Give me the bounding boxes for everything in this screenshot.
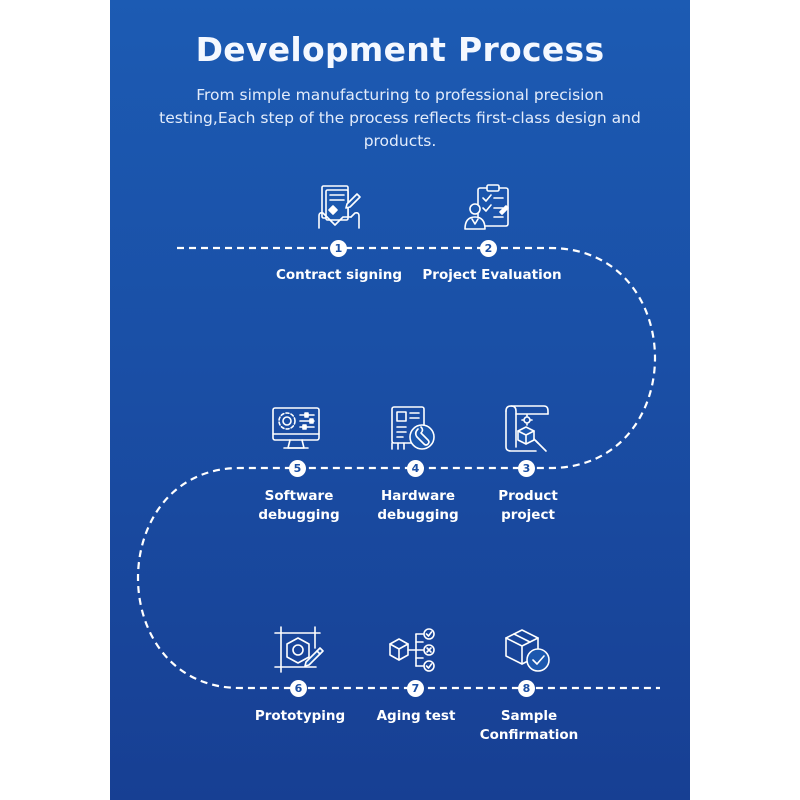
- cube-checklist-icon: [388, 624, 440, 676]
- step-badge-2: 2: [480, 240, 497, 257]
- step-label-2: Project Evaluation: [422, 267, 562, 283]
- step-badge-8: 8: [518, 680, 535, 697]
- cube-check-icon: [502, 624, 554, 676]
- step-badge-5: 5: [289, 460, 306, 477]
- page-title: Development Process: [195, 30, 605, 69]
- process-path: [137, 246, 660, 690]
- circuit-wrench-icon: [388, 403, 440, 455]
- step-label-5: Software debugging: [258, 488, 340, 523]
- step-label-4: Hardware debugging: [377, 488, 459, 523]
- step-badge-7: 7: [407, 680, 424, 697]
- blueprint-cube-icon: [500, 403, 552, 455]
- step-label-3: Product project: [498, 488, 558, 523]
- page-subtitle: From simple manufacturing to professiona…: [159, 86, 641, 150]
- monitor-gear-icon: [270, 403, 322, 455]
- clipboard-evaluation-icon: [462, 182, 514, 234]
- step-badge-3: 3: [518, 460, 535, 477]
- step-label-1: Contract signing: [275, 267, 402, 283]
- step-label-6: Prototyping: [254, 708, 346, 724]
- hexagon-pencil-icon: [272, 624, 324, 676]
- step-badge-6: 6: [290, 680, 307, 697]
- step-label-8: Sample Confirmation: [479, 708, 579, 743]
- contract-icon: [313, 182, 365, 234]
- step-badge-4: 4: [407, 460, 424, 477]
- process-panel: Development Process From simple manufact…: [110, 0, 690, 800]
- step-label-7: Aging test: [376, 708, 456, 724]
- step-badge-1: 1: [330, 240, 347, 257]
